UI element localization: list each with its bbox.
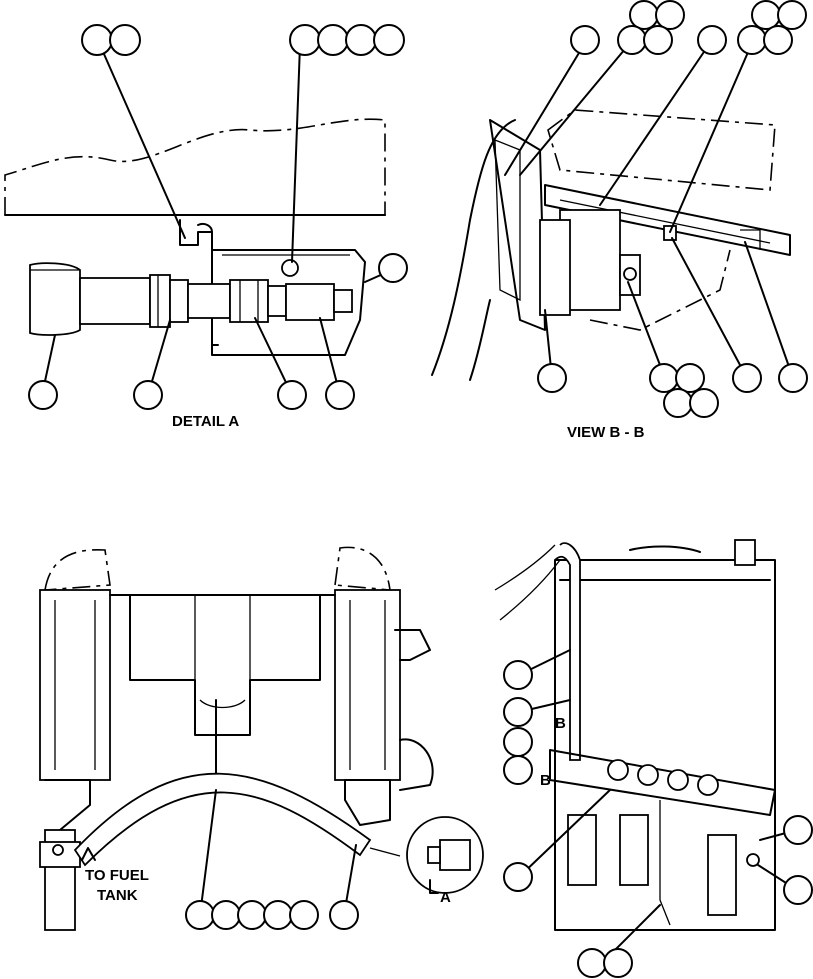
callout-balloon xyxy=(783,815,813,845)
callout-balloon xyxy=(237,900,267,930)
callout-balloon xyxy=(185,900,215,930)
callout-balloon xyxy=(732,363,762,393)
callout-balloon xyxy=(503,755,533,785)
callout-balloon xyxy=(663,388,693,418)
callout-balloon xyxy=(643,25,673,55)
callout-balloon xyxy=(109,24,141,56)
callout-balloon xyxy=(329,900,359,930)
detail-a-panel: DETAIL A xyxy=(4,24,408,430)
callout-balloon xyxy=(777,0,807,30)
section-mark-b-1: B xyxy=(555,715,566,732)
view-bb-panel: VIEW B - B xyxy=(431,0,808,441)
detail-ref-label: A xyxy=(440,889,451,906)
callout-balloon xyxy=(783,875,813,905)
callout-balloon xyxy=(570,25,600,55)
callout-balloon xyxy=(737,25,767,55)
callout-balloon xyxy=(778,363,808,393)
callout-balloon xyxy=(28,380,58,410)
callout-balloon xyxy=(503,697,533,727)
callout-balloon xyxy=(373,24,405,56)
callout-balloon xyxy=(81,24,113,56)
callout-balloon xyxy=(655,0,685,30)
callout-balloon xyxy=(345,24,377,56)
callout-balloon xyxy=(317,24,349,56)
callout-balloon xyxy=(629,0,659,30)
callout-balloon xyxy=(763,25,793,55)
view-bb-caption: VIEW B - B xyxy=(567,424,645,441)
callout-balloon xyxy=(211,900,241,930)
callout-balloon xyxy=(503,862,533,892)
detail-a-caption: DETAIL A xyxy=(172,413,239,430)
callout-balloon xyxy=(537,363,567,393)
to-fuel-tank-label-2: TANK xyxy=(97,887,138,904)
callout-balloon xyxy=(277,380,307,410)
callout-balloon xyxy=(503,727,533,757)
callout-balloon xyxy=(289,900,319,930)
to-fuel-tank-label-1: TO FUEL xyxy=(85,867,149,884)
section-mark-b-2: B xyxy=(540,772,551,789)
callout-balloon xyxy=(577,948,607,978)
callout-balloon xyxy=(697,25,727,55)
callout-balloon xyxy=(751,0,781,30)
tank-assembly-panel: B B xyxy=(494,539,813,978)
callout-balloon xyxy=(325,380,355,410)
callout-balloon xyxy=(675,363,705,393)
callout-balloon xyxy=(689,388,719,418)
callout-balloon xyxy=(603,948,633,978)
callout-balloon xyxy=(263,900,293,930)
callout-balloon xyxy=(649,363,679,393)
callout-balloon xyxy=(617,25,647,55)
callout-balloon xyxy=(378,253,408,283)
callout-balloon xyxy=(503,660,533,690)
callout-balloon xyxy=(289,24,321,56)
callout-balloon xyxy=(133,380,163,410)
main-assembly-panel: A TO FUEL TANK xyxy=(39,546,484,931)
